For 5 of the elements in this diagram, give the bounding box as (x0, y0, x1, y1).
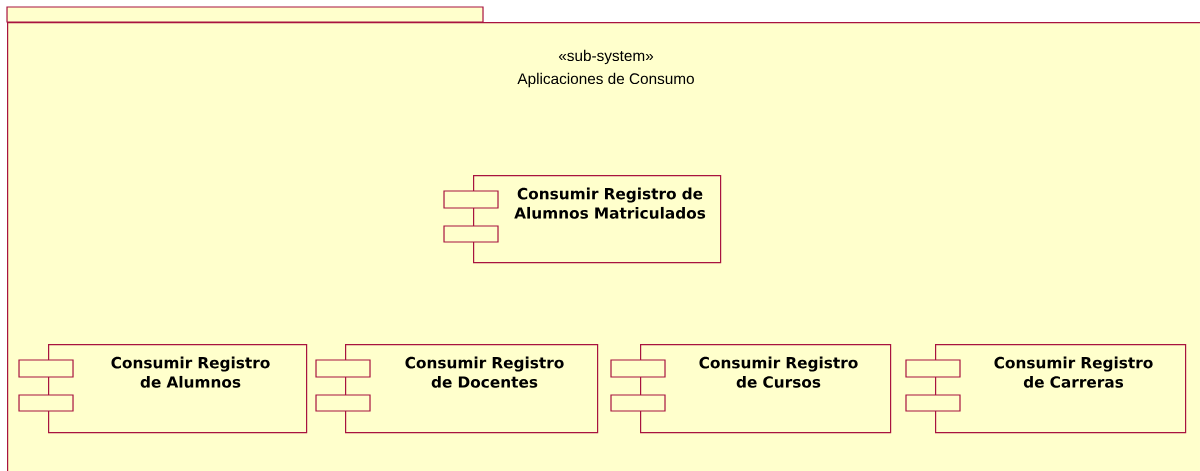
component-box: Consumir Registro de Alumnos Matriculados (443, 175, 722, 264)
component-box: Consumir Registro de Alumnos (18, 344, 308, 434)
component-box: Consumir Registro de Docentes (315, 344, 599, 434)
component-box: Consumir Registro de Cursos (610, 344, 892, 434)
component-box: Consumir Registro de Carreras (905, 344, 1187, 434)
